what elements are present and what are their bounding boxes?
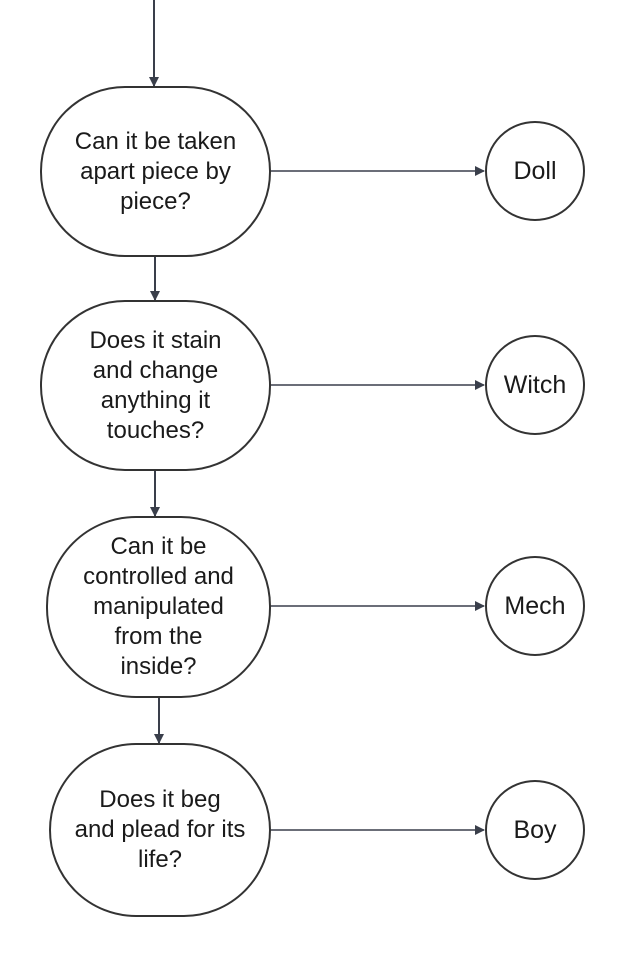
- question-node-4: [49, 743, 271, 917]
- answer-node-mech: [485, 556, 585, 656]
- question-label-4: Does it beg and plead for its life?: [74, 786, 246, 873]
- question-label-2: Does it stain and change anything it tou…: [89, 326, 222, 444]
- answer-label-boy: Boy: [513, 816, 557, 844]
- answer-node-witch: [485, 335, 585, 435]
- answer-label-witch: Witch: [503, 371, 567, 399]
- answer-label-doll: Doll: [513, 157, 557, 185]
- question-label-1: Can it be taken apart piece by piece?: [74, 127, 237, 215]
- question-label-3: Can it be controlled and manipulated fro…: [83, 533, 234, 680]
- answer-label-mech: Mech: [504, 592, 566, 620]
- question-node-3: [46, 516, 271, 698]
- question-node-2: [40, 300, 271, 471]
- answer-node-boy: [485, 780, 585, 880]
- answer-node-doll: [485, 121, 585, 221]
- question-node-1: [40, 86, 271, 257]
